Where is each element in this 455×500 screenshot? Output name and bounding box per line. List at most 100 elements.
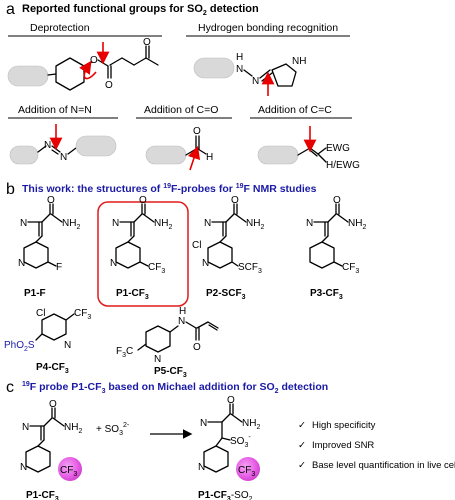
label-text: P3-CF [310, 288, 339, 299]
amide-nh2: NH2 [154, 218, 172, 231]
scf3-group: SCF3 [238, 262, 262, 275]
benzene-ring [309, 241, 335, 269]
amide-nh2: NH2 [64, 422, 82, 435]
label-text: P5-CF [154, 366, 183, 377]
f3c-group: F3C [116, 346, 133, 359]
pyridine-n: N [20, 462, 27, 473]
label-sub: 3 [65, 368, 69, 375]
probe-core-pill [9, 145, 39, 165]
feature-list: ✓ High specificity ✓ Improved SNR ✓ Base… [298, 420, 455, 471]
label-p3-cf3: P3-CF3 [310, 288, 343, 301]
label-reactant: P1-CF3 [26, 490, 59, 500]
pyridine-n: N [64, 340, 71, 351]
panel-b-title-pre: This work: the structures of [22, 183, 163, 195]
so3-sub: 3 [244, 442, 248, 449]
pyrrole-nh: NH [292, 56, 306, 67]
pyridine-n: N [110, 258, 117, 269]
nh2-sub: 2 [260, 224, 264, 231]
probe-core-pill [75, 135, 117, 157]
ester-oxygen: O [90, 55, 98, 66]
aldehyde-oxygen: O [193, 126, 201, 137]
chlorine: Cl [192, 240, 201, 251]
panel-b-letter: b [6, 181, 15, 198]
hbond-structure: H N N NH [193, 52, 306, 96]
panel-b: b This work: the structures of 19F-probe… [4, 181, 366, 379]
amide-o: O [139, 195, 147, 206]
nitrile-n: N [22, 422, 29, 433]
f3c-sub: 3 [122, 352, 126, 359]
cf3-sub: 3 [251, 471, 255, 478]
pyridine-ring [207, 241, 233, 269]
cf3-highlight-sphere [58, 457, 82, 481]
header-deprotection: Deprotection [30, 22, 90, 34]
panel-a-title-sub: 2 [203, 10, 207, 17]
amide-o: O [47, 195, 55, 206]
panel-b-title: This work: the structures of 19F-probes … [22, 183, 317, 195]
amide-o: O [49, 399, 57, 410]
pyridine-ring [145, 325, 171, 353]
nh2-text: NH [246, 218, 260, 229]
p1-cf3-highlight-box [97, 201, 189, 307]
ketone-oxygen: O [143, 37, 151, 48]
probe-p1-f: N O NH2 N F P1-F [18, 195, 80, 299]
cf3-group: CF3 [148, 262, 165, 275]
cf3-text: CF [238, 465, 251, 476]
aldehyde-h: H [206, 152, 213, 163]
cf3-text: CF [148, 262, 161, 273]
probe-p1-cf3: N O NH2 N CF3 P1-CF3 [110, 195, 172, 301]
hydrazone-h: H [236, 52, 243, 63]
pyridine-ring [115, 241, 141, 269]
f3c-c: C [126, 346, 133, 357]
check-icon: ✓ [298, 420, 306, 431]
nh2-text: NH [242, 418, 256, 429]
nh2-text: NH [62, 218, 76, 229]
cf3-text: CF [74, 308, 87, 319]
curly-arrow [79, 60, 97, 80]
label-text: P1-CF [198, 490, 227, 500]
nh2-sub: 2 [76, 224, 80, 231]
label-sub2: 2 [249, 496, 253, 500]
panel-a-letter: a [6, 1, 15, 18]
label-text: P1-CF [26, 490, 55, 500]
pyrrole-ring [271, 63, 297, 87]
aldehyde-structure: O H [145, 126, 213, 171]
amide-nh2: NH2 [62, 218, 80, 231]
panel-c-title-sub: 3 [102, 388, 106, 395]
feature-item-3: Base level quantification in live cell [312, 460, 455, 471]
label-text: P4-CF [36, 362, 65, 373]
amide-o: O [193, 342, 201, 353]
panel-c-title: 19F probe P1-CF3 based on Michael additi… [22, 381, 328, 395]
check-icon: ✓ [298, 440, 306, 451]
label-p2-scf3: P2-SCF3 [206, 288, 246, 301]
panel-b-title-sup1: 19 [163, 183, 171, 190]
check-icon: ✓ [298, 460, 306, 471]
pyridine-ring [25, 445, 51, 473]
pho2s-group: PhO2S [4, 340, 35, 353]
so3-text: SO [230, 436, 245, 447]
panel-c-title-post: based on Michael addition for SO [105, 381, 274, 393]
cf3-sub: 3 [87, 314, 91, 321]
label-sub: 3 [242, 294, 246, 301]
header-addition-cc: Addition of C=C [258, 104, 332, 116]
nh2-sub: 2 [362, 224, 366, 231]
scf3-sub: 3 [258, 268, 262, 275]
probe-core-pill [257, 145, 299, 165]
alkene-ewg: EWG [326, 143, 350, 154]
sulfite-text: + SO [96, 424, 119, 435]
label-text: P2-SCF [206, 288, 242, 299]
cf3-text: CF [60, 465, 73, 476]
nh2-sub: 2 [78, 428, 82, 435]
cf3-group: CF3 [74, 308, 91, 321]
hydrazone-n2: N [252, 76, 259, 87]
reactant-p1-cf3: N O NH2 N CF3 P1-CF3 [20, 399, 82, 500]
sulfite-sub: 3 [119, 430, 123, 437]
amide-nh2: NH2 [242, 418, 260, 431]
cf3-sub: 3 [355, 268, 359, 275]
header-addition-nn: Addition of N=N [18, 104, 92, 116]
nh2-sub: 2 [256, 424, 260, 431]
hydrazone-n1: N [236, 64, 243, 75]
scf3-text: SCF [238, 262, 258, 273]
pyridine-ring [203, 445, 229, 473]
panel-a-title: Reported functional groups for SO2 detec… [22, 3, 259, 17]
label-text: P1-CF [116, 288, 145, 299]
